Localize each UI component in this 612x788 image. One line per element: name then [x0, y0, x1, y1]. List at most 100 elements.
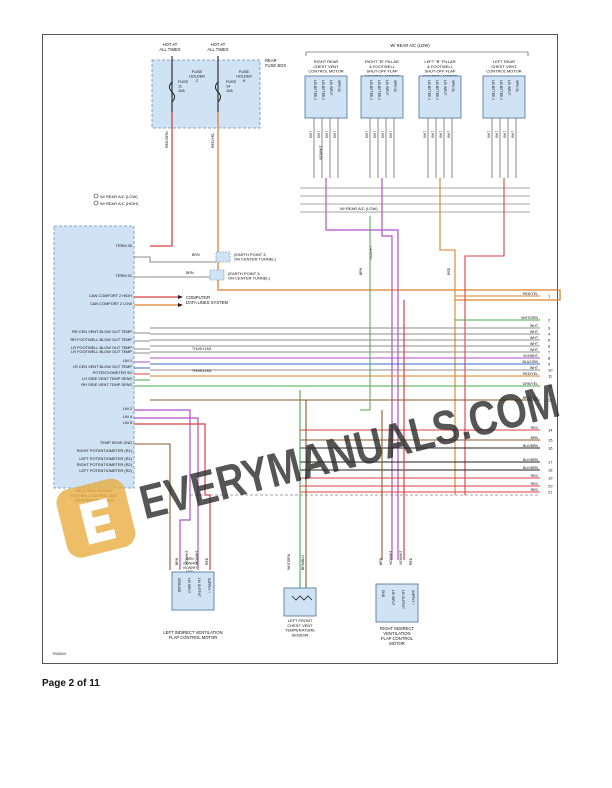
wire-label: WHT	[309, 131, 313, 138]
connector-symbol	[93, 193, 99, 199]
rear-motor-title: CONTROL MOTOR	[486, 69, 521, 74]
rear-vent-motor	[482, 75, 526, 119]
terminal-number: 6	[548, 344, 551, 349]
right-indirect-ventilation-motor-label: MOTOR	[389, 641, 405, 646]
bottom-wire-label: VIO/WHT	[399, 550, 403, 565]
terminal-wire-label: GRN/YEL	[523, 382, 538, 386]
terminal-number: 1	[548, 294, 551, 299]
wire-vio-wht	[134, 409, 191, 570]
terminal-number: 16	[548, 446, 553, 451]
chest-vent-temperature-sensor-label: SENSOR	[292, 632, 309, 637]
rear-motor-title: RIGHT "B" PILLAR	[365, 59, 399, 64]
control-unit-pin-label: RIGHT POTENTIOMETER (R1)	[77, 448, 133, 453]
terminal-wire-label: RED/YEL	[523, 372, 538, 376]
terminal-number: 7	[548, 350, 551, 355]
arrow-icon	[178, 303, 183, 307]
terminal-wire-label: BRN/BLU	[523, 396, 539, 400]
wire-red-yel-lower	[439, 178, 456, 495]
earth-point-box	[215, 251, 231, 263]
terminal-wire-label: RED	[531, 488, 539, 492]
motor-pin-label: SPIN 31	[337, 80, 341, 92]
arrow-icon	[178, 295, 183, 299]
terminal-number: 4	[548, 332, 551, 337]
earth-point-box	[209, 269, 225, 281]
terminal-number: 14	[548, 428, 553, 433]
motor-pin-label: LIN BITTER 2	[377, 80, 381, 100]
wire-red-grn	[150, 112, 173, 247]
left-indirect-ventilation-motor	[171, 571, 215, 611]
hot-at-all-times-label: HOT AT	[211, 42, 226, 47]
bottom-wire-label: VIO/WHT	[389, 550, 393, 565]
harness-note: W/ REAR A/C (HIGH)	[100, 201, 139, 206]
wire-grn	[360, 216, 371, 411]
wire-label: WHT	[439, 131, 443, 138]
terminal-number: 20	[548, 484, 553, 489]
motor-pin-label: GND	[381, 590, 385, 598]
control-unit-pin-label: LR FOOTWELL BLOW OUT TEMP	[71, 345, 132, 350]
wire-brn	[134, 256, 216, 263]
earth-point-label: ON CENTER TUNNEL)	[234, 257, 277, 262]
terminal-wire-label: BRN	[531, 436, 539, 440]
bottom-wire-label: BRN/BLU	[301, 555, 305, 570]
wire-label: WHT	[381, 131, 385, 138]
left-indirect-ventilation-motor-label: LEFT INDIRECT VENTILATION	[163, 630, 222, 635]
rear-motor-title: SHUT-OFF FLAP	[424, 69, 455, 74]
terminal-number: 18	[548, 468, 553, 473]
earth-point-label: (EARTH POINT 3,	[234, 252, 267, 257]
control-unit-pin-label: LEFT POTENTIOMETER (R2)	[79, 468, 132, 473]
rear-motor-title: & FOOTWELL	[427, 64, 454, 69]
control-unit-pin-label: TERM 30	[116, 243, 133, 248]
terminal-number: 17	[548, 460, 553, 465]
terminal-wire-label: RED	[531, 482, 539, 486]
terminal-wire-label: BLK/BRN	[523, 444, 538, 448]
motor-pin-label: LIN INPUT	[391, 590, 395, 605]
wire-red-yel	[217, 112, 561, 301]
wire-label: VIO/WHT	[183, 566, 198, 570]
rear-motor-title: SHUT-OFF FLAP	[366, 69, 397, 74]
terminal-wire-label: BLK/BRN	[523, 458, 538, 462]
motor-pin-label: LIN BITTER 1	[491, 80, 495, 100]
page-number: Page 2 of 11	[42, 678, 100, 689]
bottom-wire-label: BRN	[379, 557, 383, 565]
control-unit-pin-label: LIN 2	[123, 406, 132, 411]
watermark-logo-letter-icon	[79, 498, 117, 545]
control-unit-pin-label: RH SIDE VENT TEMP SENS	[81, 382, 132, 387]
rear-vent-motor	[360, 75, 404, 119]
terminal-wire-label: RED	[531, 474, 539, 478]
wire-label: THUSH-1M1	[192, 347, 212, 351]
motor-pin-label: LIN INPUT	[507, 80, 511, 95]
terminal-number: 8	[548, 356, 551, 361]
control-unit-pin-label: RR FOOTWELL BLOW OUT TEMP	[70, 337, 132, 342]
terminal-number: 11	[548, 374, 553, 379]
fuse-label: FUSE	[226, 80, 237, 84]
control-unit-pin-label: LR CEN VENT BLOW OUT TEMP	[73, 364, 133, 369]
motor-pin-label: LIN BITTER 2	[499, 80, 503, 100]
wire-label: VIO/WHT	[183, 561, 198, 565]
wire-label: WHT	[389, 131, 393, 138]
harness-note: W/ REAR A/C (LOW)	[100, 194, 138, 199]
motor-pin-label: LIN OUTPUT	[401, 590, 405, 609]
terminal-number: 13	[548, 398, 553, 403]
chest-vent-temperature-sensor-label: LEFT FRONT	[288, 618, 313, 623]
fuse-label: 11	[178, 85, 182, 89]
harness-note: W/ REAR A/C (LOW)	[340, 206, 378, 211]
motor-pin-label: LIN INPUT	[187, 578, 191, 593]
earth-point-label: ON CENTER TUNNEL)	[228, 276, 271, 281]
diagram-frame	[42, 34, 558, 664]
control-unit-pin-label: LR FOOTWELL BLOW OUT TEMP	[71, 349, 132, 354]
motor-pin-label: LIN BITTER 1	[369, 80, 373, 100]
control-unit-pin-label: RR CEN VENT BLOW OUT TEMP	[72, 329, 132, 334]
bottom-wire-label: VIO/WHT	[195, 550, 199, 565]
earth-point-label: (EARTH POINT 3,	[228, 271, 261, 276]
terminal-number: 10	[548, 368, 553, 373]
right-indirect-ventilation-motor	[375, 583, 419, 623]
terminal-wire-label: RED	[531, 426, 539, 430]
bottom-wire-label: RED	[205, 557, 209, 565]
fuse-label: FUSE	[178, 80, 189, 84]
terminal-wire-label: VIO/WHT	[523, 354, 539, 358]
motor-pin-label: GROUND	[177, 578, 181, 593]
wire-label: BRN	[186, 557, 194, 561]
right-indirect-ventilation-motor-label: VENTILATION	[383, 631, 410, 636]
rear-motor-title: & FOOTWELL	[369, 64, 396, 69]
